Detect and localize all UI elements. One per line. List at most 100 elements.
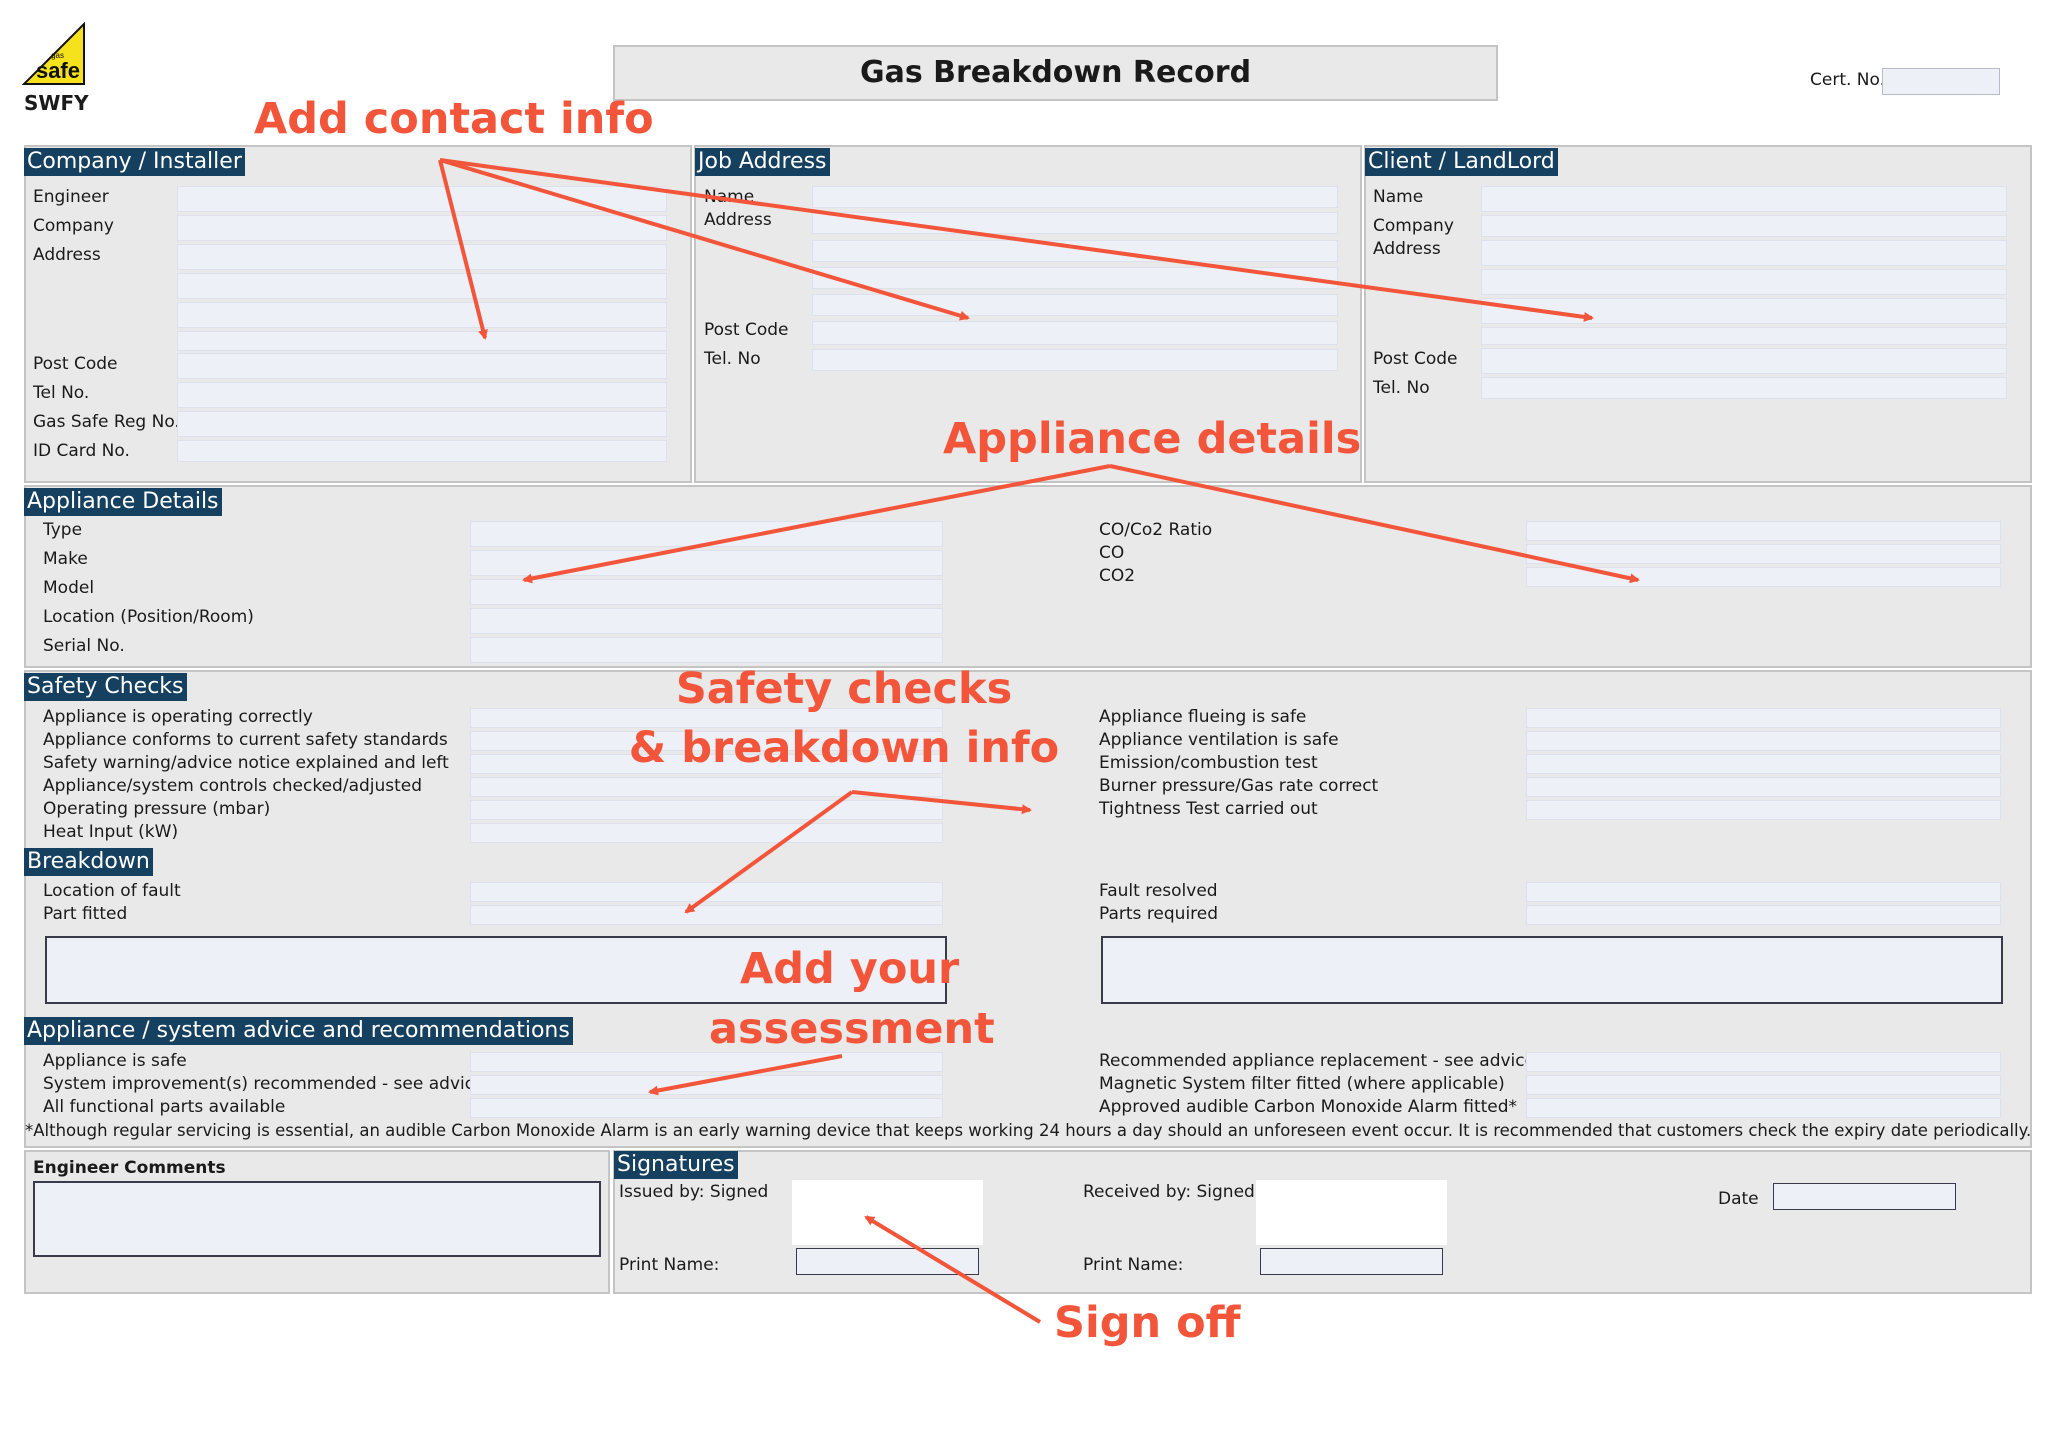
print-name-1-field[interactable]: [796, 1248, 979, 1275]
safety-left-field-5[interactable]: [470, 823, 943, 843]
appliance-make-field[interactable]: [470, 550, 943, 576]
job-tel-field[interactable]: [812, 349, 1338, 371]
appliance-make-label: Make: [43, 549, 88, 569]
client-address-field-3[interactable]: [1481, 298, 2007, 324]
annotation-safety-2: & breakdown info: [628, 723, 1060, 773]
safety-right-field-0[interactable]: [1526, 708, 2001, 728]
breakdown-right-0: Fault resolved: [1099, 881, 1218, 901]
comments-heading: Engineer Comments: [33, 1158, 226, 1178]
cert-label: Cert. No.: [1810, 70, 1886, 90]
job-address-field-3[interactable]: [812, 267, 1338, 289]
client-address-field-4[interactable]: [1481, 327, 2007, 345]
issued-signature-pad[interactable]: [792, 1180, 983, 1245]
print-name-2-field[interactable]: [1260, 1248, 1443, 1275]
safety-left-field-2[interactable]: [470, 754, 943, 774]
advice-right-field-1[interactable]: [1526, 1075, 2001, 1095]
post-code-field[interactable]: [177, 353, 667, 379]
address-field-3[interactable]: [177, 302, 667, 328]
annotation-assess-2: assessment: [709, 1004, 995, 1054]
client-address-field-1[interactable]: [1481, 240, 2007, 266]
appliance-heading: Appliance Details: [24, 488, 222, 516]
appliance-model-field[interactable]: [470, 579, 943, 605]
job-address-field-2[interactable]: [812, 240, 1338, 262]
arrow-contact-company: [438, 159, 488, 340]
arrow-safety-right: [851, 790, 1032, 815]
breakdown-left-1: Part fitted: [43, 904, 128, 924]
job-tel-label: Tel. No: [704, 349, 761, 369]
client-name-field[interactable]: [1481, 186, 2007, 212]
co-co2-ratio-field[interactable]: [1526, 521, 2001, 541]
breakdown-notes-right[interactable]: [1101, 936, 2003, 1004]
co2-field[interactable]: [1526, 567, 2001, 587]
client-tel-field[interactable]: [1481, 377, 2007, 399]
appliance-location-field[interactable]: [470, 608, 943, 634]
safety-right-1: Appliance ventilation is safe: [1099, 730, 1339, 750]
date-label: Date: [1718, 1189, 1759, 1209]
client-name-label: Name: [1373, 187, 1424, 207]
safety-left-field-4[interactable]: [470, 800, 943, 820]
advice-right-2: Approved audible Carbon Monoxide Alarm f…: [1099, 1097, 1518, 1117]
engineer-comments-field[interactable]: [33, 1181, 601, 1257]
issued-by-label: Issued by: Signed: [619, 1182, 769, 1202]
svg-text:gas: gas: [51, 51, 64, 60]
print-name-1-label: Print Name:: [619, 1255, 720, 1275]
advice-heading: Appliance / system advice and recommenda…: [24, 1017, 573, 1045]
annotation-sign: Sign off: [1054, 1298, 1241, 1348]
annotation-contact: Add contact info: [254, 94, 654, 144]
date-field[interactable]: [1773, 1183, 1956, 1210]
engineer-field[interactable]: [177, 186, 667, 212]
safety-left-field-0[interactable]: [470, 708, 943, 728]
advice-left-field-1[interactable]: [470, 1075, 943, 1095]
advice-right-1: Magnetic System filter fitted (where app…: [1099, 1074, 1505, 1094]
part-fitted-field[interactable]: [470, 905, 943, 925]
advice-left-field-2[interactable]: [470, 1098, 943, 1118]
client-company-field[interactable]: [1481, 215, 2007, 237]
job-post-code-label: Post Code: [704, 320, 789, 340]
gas-safe-reg-label: Gas Safe Reg No.: [33, 412, 180, 432]
safety-right-field-1[interactable]: [1526, 731, 2001, 751]
address-field-2[interactable]: [177, 273, 667, 299]
gas-safe-register-logo-icon: safe gas: [21, 21, 85, 85]
job-name-field[interactable]: [812, 186, 1338, 208]
tel-field[interactable]: [177, 382, 667, 408]
safety-right-field-4[interactable]: [1526, 800, 2001, 820]
client-address-field-2[interactable]: [1481, 269, 2007, 295]
advice-left-field-0[interactable]: [470, 1052, 943, 1072]
co2-label: CO2: [1099, 566, 1136, 586]
safety-right-field-2[interactable]: [1526, 754, 2001, 774]
arrow-sign-off: [864, 1215, 1042, 1324]
client-tel-label: Tel. No: [1373, 378, 1430, 398]
id-card-label: ID Card No.: [33, 441, 130, 461]
fault-resolved-field[interactable]: [1526, 882, 2001, 902]
received-signature-pad[interactable]: [1256, 1180, 1447, 1245]
id-card-field[interactable]: [177, 440, 667, 462]
address-field-4[interactable]: [177, 331, 667, 351]
advice-left-1: System improvement(s) recommended - see …: [43, 1074, 485, 1094]
arrow-assessment: [648, 1054, 843, 1096]
advice-right-field-0[interactable]: [1526, 1052, 2001, 1072]
location-of-fault-field[interactable]: [470, 882, 943, 902]
safety-right-field-3[interactable]: [1526, 777, 2001, 797]
gas-safe-reg-field[interactable]: [177, 411, 667, 437]
engineer-label: Engineer: [33, 187, 109, 207]
safety-left-4: Operating pressure (mbar): [43, 799, 271, 819]
client-address-label: Address: [1373, 239, 1441, 259]
safety-left-field-1[interactable]: [470, 731, 943, 751]
appliance-type-label: Type: [43, 520, 83, 540]
cert-no-field[interactable]: [1882, 68, 2000, 95]
arrow-appliance-left: [522, 464, 1111, 584]
svg-text:safe: safe: [36, 58, 80, 83]
safety-right-2: Emission/combustion test: [1099, 753, 1318, 773]
parts-required-field[interactable]: [1526, 905, 2001, 925]
breakdown-notes-left[interactable]: [45, 936, 947, 1004]
job-post-code-field[interactable]: [812, 321, 1338, 345]
breakdown-heading: Breakdown: [24, 848, 153, 876]
safety-left-field-3[interactable]: [470, 777, 943, 797]
job-heading: Job Address: [695, 148, 830, 176]
client-post-code-field[interactable]: [1481, 348, 2007, 374]
advice-right-field-2[interactable]: [1526, 1098, 2001, 1118]
address-label: Address: [33, 245, 101, 265]
appliance-serial-field[interactable]: [470, 637, 943, 663]
address-field-1[interactable]: [177, 244, 667, 270]
client-company-label: Company: [1373, 216, 1454, 236]
